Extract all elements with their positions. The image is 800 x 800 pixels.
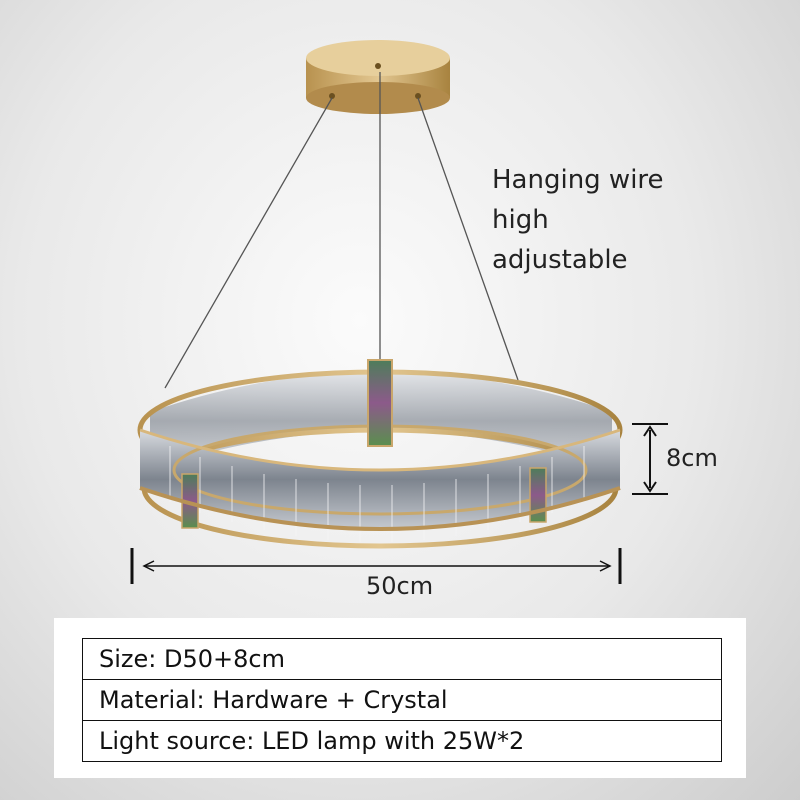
height-dimension-label: 8cm	[666, 444, 718, 472]
spec-row-size: Size: D50+8cm	[83, 639, 721, 680]
width-dimension-label: 50cm	[366, 572, 434, 600]
wire-note-line-2: high	[492, 205, 549, 235]
spec-row-material: Material: Hardware + Crystal	[83, 680, 721, 721]
spec-panel: Size: D50+8cm Material: Hardware + Cryst…	[54, 618, 746, 778]
width-dimension-marker	[130, 548, 622, 584]
height-dimension-marker	[632, 423, 668, 495]
hanging-wires	[164, 72, 519, 389]
crystal-ring	[137, 359, 623, 549]
spec-table: Size: D50+8cm Material: Hardware + Cryst…	[82, 638, 722, 762]
wire-note-line-1: Hanging wire	[492, 165, 664, 195]
hanging-wire-note: Hanging wire high adjustable	[492, 160, 664, 280]
ceiling-canopy	[306, 40, 450, 114]
spec-row-light-source: Light source: LED lamp with 25W*2	[99, 727, 525, 755]
wire-note-line-3: adjustable	[492, 245, 628, 275]
